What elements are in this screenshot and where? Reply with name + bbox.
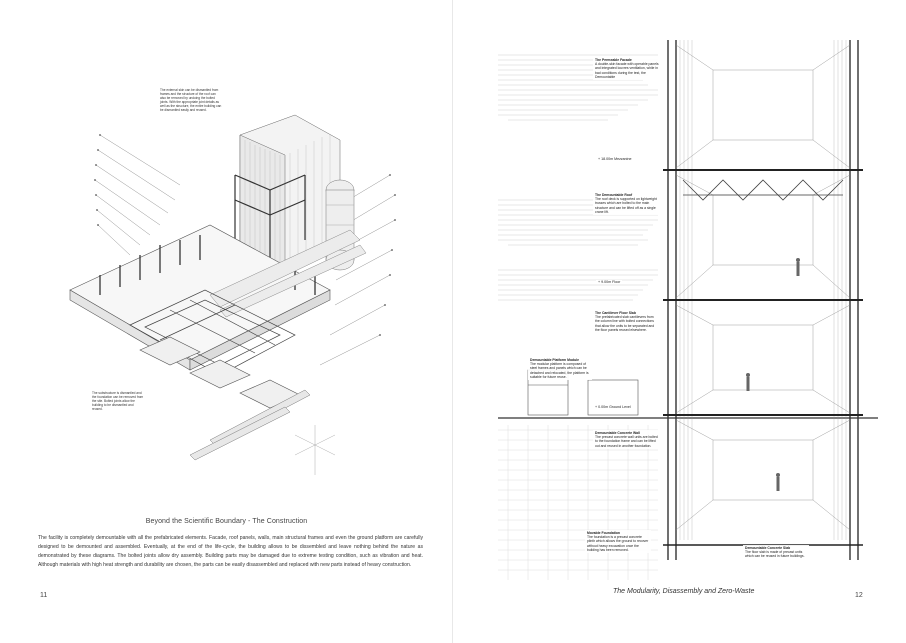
sectional-perspective-drawing <box>498 40 878 580</box>
note-top-annotation: The external skin can be dismantled from… <box>160 88 222 112</box>
axonometric-construction-drawing <box>69 114 396 475</box>
body-paragraph: The facility is completely demountable w… <box>38 535 423 569</box>
level-floor: + 9.00m Floor <box>596 280 623 284</box>
callout-platform-module: Demountable Platform Module The modular … <box>528 357 592 381</box>
right-page: The Permeable Facade A double-skin facad… <box>453 0 906 643</box>
page-number-right: 12 <box>855 592 863 599</box>
callout-permeable-facade: The Permeable Facade A double-skin facad… <box>593 57 661 81</box>
callout-concrete-wall: Demountable Concrete Wall The precast co… <box>593 430 661 449</box>
running-title: The Modularity, Disassembly and Zero-Was… <box>613 588 755 595</box>
callout-movable-foundation: Movable Foundation The foundation is a p… <box>585 530 651 554</box>
callout-demountable-roof: The Demountable Roof The roof deck is su… <box>593 192 661 216</box>
section-heading: Beyond the Scientific Boundary - The Con… <box>145 518 308 525</box>
page-number-left: 11 <box>40 592 48 599</box>
left-page: The external skin can be dismantled from… <box>38 88 423 599</box>
level-ground: + 0.00m Ground Level <box>593 405 633 409</box>
callout-concrete-slab: Demountable Concrete Slab The floor slab… <box>743 545 809 560</box>
level-mezzanine: + 18.00m Mezzanine <box>596 157 634 161</box>
note-bottom-annotation: The substructure is dismantled and the f… <box>92 391 144 411</box>
callout-cantilever-slab: The Cantilever Floor Slab The prefabrica… <box>593 310 661 334</box>
